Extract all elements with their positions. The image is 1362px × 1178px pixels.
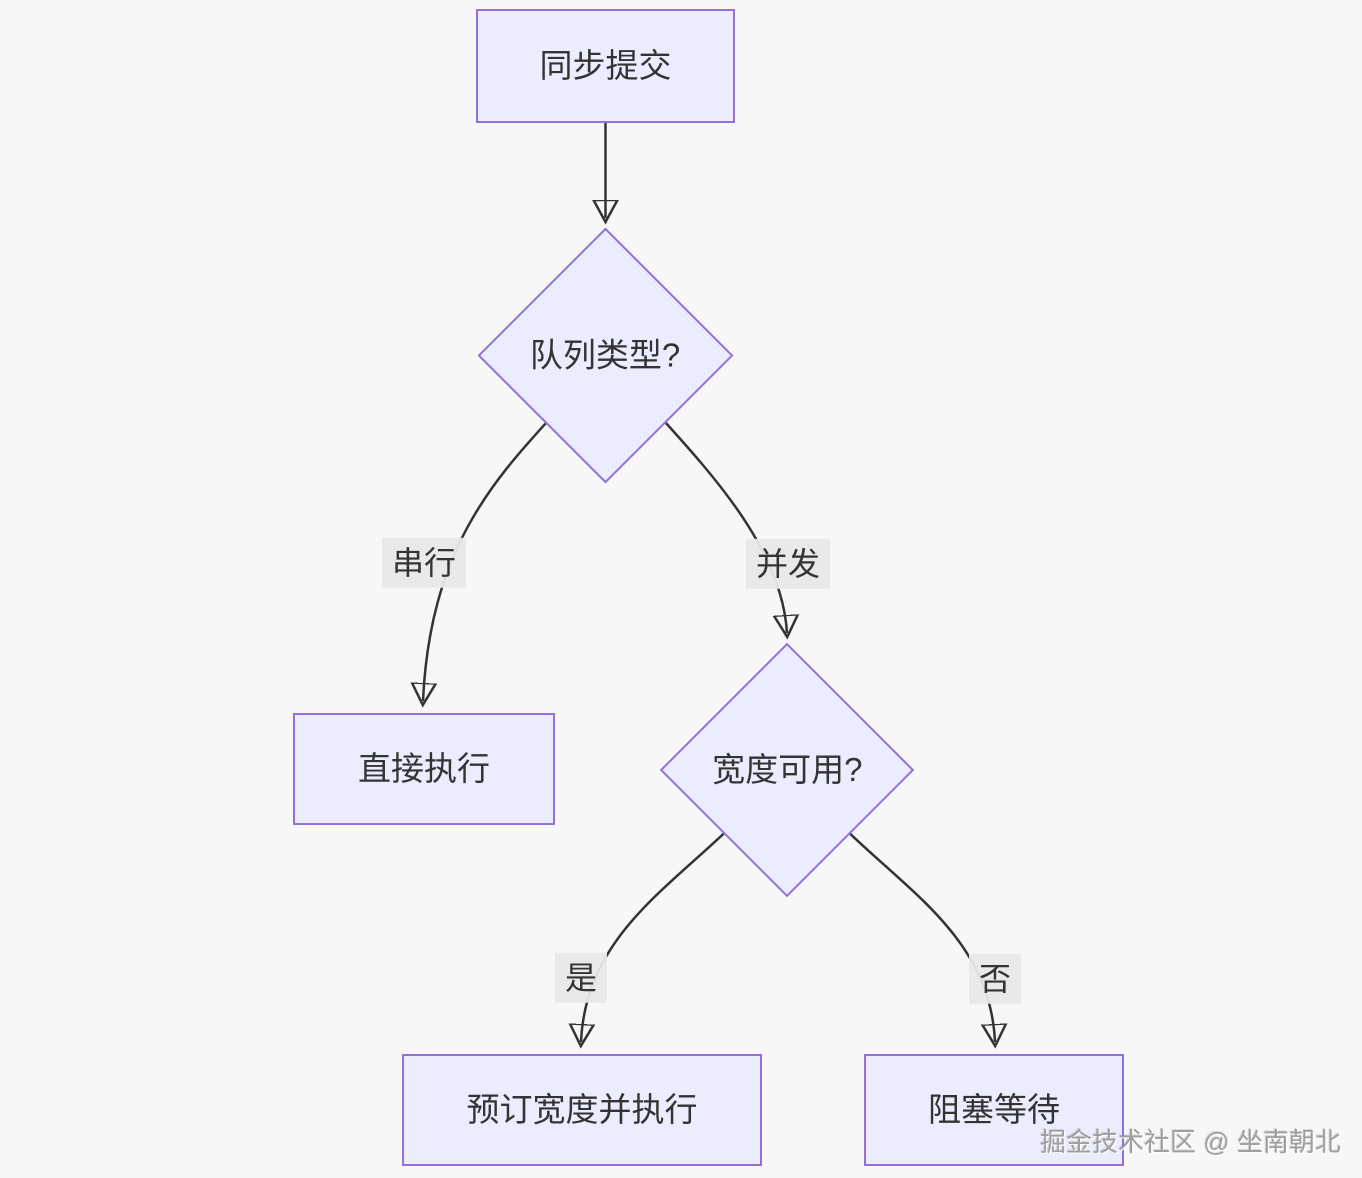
edge-width-to-reserve — [581, 817, 741, 1042]
node-width-available-decision-label: 宽度可用? — [711, 751, 863, 789]
watermark: 掘金技术社区 @ 坐南朝北 — [1040, 1127, 1341, 1157]
node-queue-type-decision-label: 队列类型? — [530, 336, 681, 374]
edge-label-no: 否 — [968, 953, 1022, 1005]
node-block-wait: 阻塞等待 — [864, 1054, 1124, 1166]
edge-label-concurrent: 并发 — [745, 538, 831, 590]
node-sync-submit-label: 同步提交 — [539, 47, 672, 85]
node-sync-submit: 同步提交 — [476, 9, 735, 123]
node-direct-execute-label: 直接执行 — [358, 750, 490, 788]
node-direct-execute: 直接执行 — [293, 713, 555, 825]
edge-label-yes: 是 — [554, 952, 608, 1004]
edge-queue-to-direct — [423, 411, 557, 701]
edge-queue-to-width — [655, 411, 787, 633]
edge-label-serial: 串行 — [381, 537, 467, 589]
node-block-wait-label: 阻塞等待 — [928, 1091, 1060, 1129]
node-reserve-width-execute: 预订宽度并执行 — [402, 1054, 762, 1166]
edge-width-to-block — [833, 817, 995, 1042]
node-reserve-width-execute-label: 预订宽度并执行 — [466, 1091, 698, 1129]
